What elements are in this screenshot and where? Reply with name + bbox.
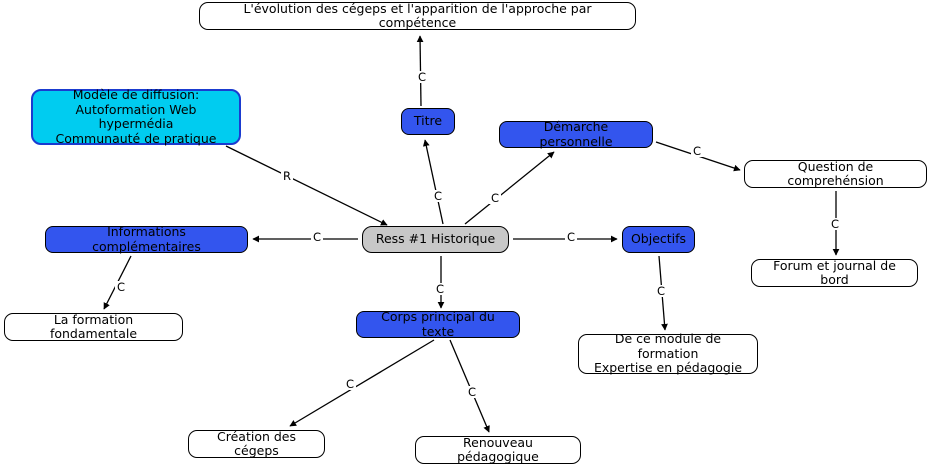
edge-label-question-forum: C [829,217,842,231]
edge-ress-titre [422,139,444,225]
edge-label-ress-objectifs: C [565,230,578,244]
edge-label-objectifs-module: C [655,284,668,298]
node-forum[interactable]: Forum et journal de bord [751,258,918,287]
node-objectifs[interactable]: Objectifs [622,226,695,253]
edge-label-modele-ress: R [281,169,293,183]
edge-label-ress-titre: C [432,189,445,203]
node-question[interactable]: Question de comprehénsion [744,159,927,188]
node-titre[interactable]: Titre [401,108,455,135]
edge-label-corps-renouveau: C [466,385,479,399]
node-informations[interactable]: Informations complémentaires [45,224,248,253]
edge-label-titre-evolution: C [416,70,429,84]
edge-label-demarche-question: C [691,144,704,158]
node-renouveau[interactable]: Renouveau pédagogique [415,435,581,464]
edge-corps-creation [289,339,435,427]
node-demarche[interactable]: Démarche personnelle [499,119,653,148]
node-formation[interactable]: La formation fondamentale [4,312,183,341]
node-creation[interactable]: Création des cégeps [188,429,325,458]
edge-ress-demarche [464,151,555,225]
node-evolution[interactable]: L'évolution des cégeps et l'apparition d… [199,1,636,30]
edge-label-ress-corps: C [434,282,447,296]
edge-label-ress-informations: C [311,230,324,244]
edge-label-corps-creation: C [344,377,357,391]
edge-label-informations-formation: C [115,280,128,294]
node-ress[interactable]: Ress #1 Historique [362,226,509,253]
node-modele[interactable]: Modèle de diffusion: Autoformation Web h… [31,87,241,145]
node-module[interactable]: De ce module de formation Expertise en p… [578,332,758,375]
edge-modele-ress [225,145,388,226]
node-corps[interactable]: Corps principal du texte [356,309,520,338]
edge-label-ress-demarche: C [489,191,502,205]
